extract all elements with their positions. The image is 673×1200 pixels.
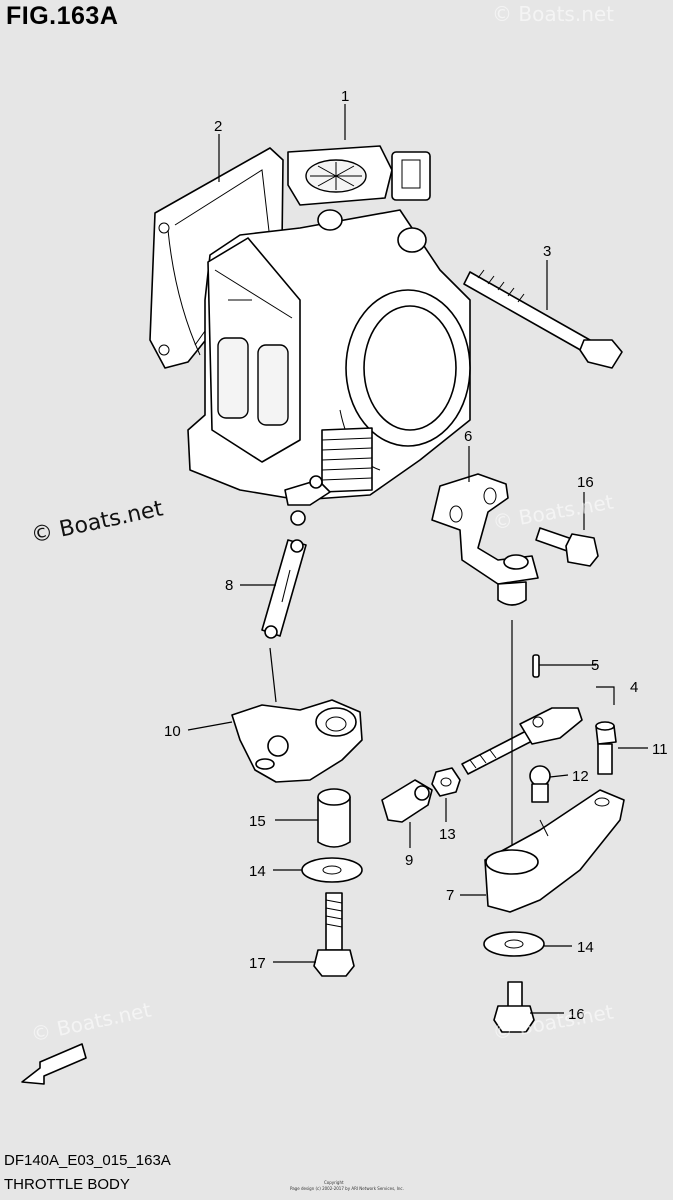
callout-4: 4 [630, 679, 638, 696]
collar-part-15 [317, 788, 351, 848]
washer-part-14-right [483, 931, 545, 957]
callout-5: 5 [591, 657, 599, 674]
bolt-part-17 [313, 892, 355, 977]
lever-part-7 [484, 789, 625, 913]
fine-print-ari: Page design (c) 2002-2017 by ARI Network… [290, 1186, 404, 1191]
joint-part-9 [381, 779, 433, 823]
watermark-top-right: © Boats.net [492, 2, 615, 26]
throttle-body-part-1 [187, 145, 471, 526]
callout-16-upper: 16 [577, 474, 594, 491]
callout-17: 17 [249, 955, 266, 972]
link-part-8 [261, 539, 307, 639]
callout-14-left: 14 [249, 863, 266, 880]
figure-title: FIG.163A [6, 2, 119, 30]
callout-9: 9 [405, 852, 413, 869]
nut-part-13 [431, 767, 461, 797]
bolt-part-16-lower [493, 981, 535, 1033]
drawing-title: THROTTLE BODY [4, 1176, 130, 1193]
bolt-part-3 [463, 269, 623, 369]
callout-13: 13 [439, 826, 456, 843]
bracket-part-6 [431, 473, 539, 606]
leader-lines [187, 104, 648, 1014]
ball-stud-part-12 [529, 765, 551, 803]
callout-15: 15 [249, 813, 266, 830]
callout-6: 6 [464, 428, 472, 445]
rod-part-4 [461, 654, 583, 775]
callout-11: 11 [652, 741, 668, 758]
fwd-label: FWD [47, 1048, 78, 1072]
bolt-part-11 [595, 721, 617, 775]
callout-2: 2 [214, 118, 222, 135]
callout-8: 8 [225, 577, 233, 594]
drawing-code: DF140A_E03_015_163A [4, 1152, 171, 1169]
callout-1: 1 [341, 88, 349, 105]
bolt-part-16-upper [535, 527, 599, 567]
callout-14-right: 14 [577, 939, 594, 956]
fwd-arrow-icon [21, 1043, 87, 1085]
callout-7: 7 [446, 887, 454, 904]
fine-print-copyright: Copyright [324, 1180, 344, 1185]
callout-16-lower: 16 [568, 1006, 585, 1023]
washer-part-14-left [301, 857, 363, 883]
lever-part-10 [231, 699, 363, 783]
callout-3: 3 [543, 243, 551, 260]
callout-12: 12 [572, 768, 589, 785]
callout-10: 10 [164, 723, 181, 740]
